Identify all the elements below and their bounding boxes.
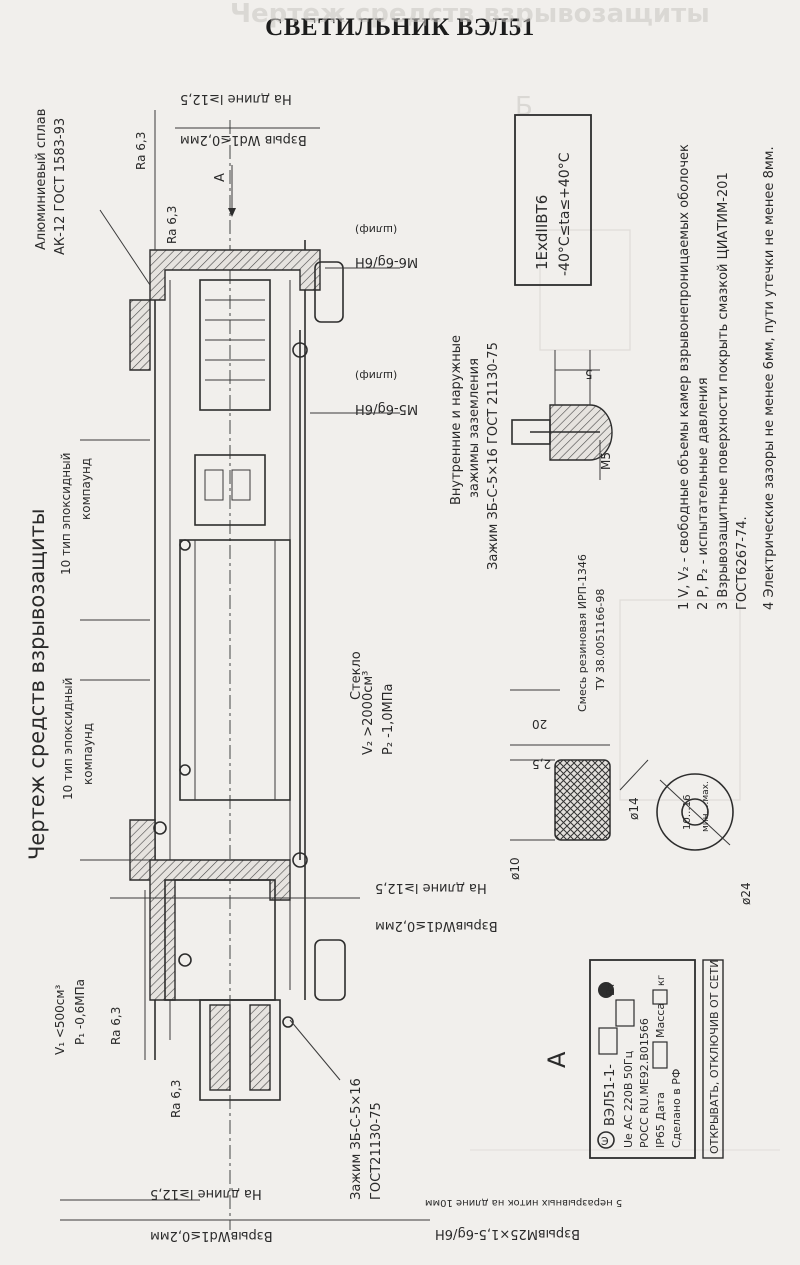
note-3: 3 Взрывозащитные поверхности покрыть сма…: [716, 172, 731, 610]
note-4: 4 Электрические зазоры не менее 6мм, пут…: [762, 146, 777, 610]
svg-text:Стекло: Стекло: [349, 651, 364, 700]
thread-labels: М6-6g/6H (шлиф) М5-6g/6H (шлиф): [310, 223, 418, 416]
clamp-label: Зажим ЗБ-С-5×16 ГОСТ21130-75: [349, 1078, 384, 1200]
svg-text:Алюминиевый сплав: Алюминиевый сплав: [34, 109, 49, 250]
nameplate: Э ВЭЛ51-1- Вт Ue AC 220B 50Гц РОСС RU.МЕ…: [589, 959, 724, 1159]
svg-text:Сделано в РФ: Сделано в РФ: [670, 1069, 683, 1148]
svg-text:2,5: 2,5: [532, 757, 551, 771]
drawing-title: Чертеж средств взрывозащиты: [25, 509, 49, 861]
svg-text:М6-6g/6H: М6-6g/6H: [355, 254, 418, 269]
svg-text:компаунд: компаунд: [79, 458, 93, 520]
ex-marking-box: 1ExdIIBT6 -40°C≤ta≤+40°C: [514, 114, 592, 286]
svg-text:10 тип эпоксидный: 10 тип эпоксидный: [59, 453, 73, 575]
svg-text:А: А: [213, 173, 228, 182]
lamp-block: [199, 279, 271, 411]
luminaire-section: [60, 110, 430, 1230]
ring-detail: 10…16 мин.…мах. ø24: [656, 773, 753, 905]
svg-text:-40°C≤ta≤+40°C: -40°C≤ta≤+40°C: [557, 152, 573, 276]
svg-text:ГОСТ21130-75: ГОСТ21130-75: [369, 1102, 384, 1200]
page-title: СВЕТИЛЬНИК ВЭЛ51: [265, 14, 535, 41]
bottom-dimensions: На длине l≥12,5 ВзрывWd1≤0,2мм ВзрывМ25×…: [150, 1186, 622, 1243]
bleed-through: Чертеж средств взрывозащиты Б: [230, 0, 780, 1151]
chamber-v2: Стекло V₂ >2000см³ P₂ -1,0МПа: [349, 651, 396, 755]
svg-text:ø10: ø10: [508, 857, 522, 880]
svg-text:Ra 6,3: Ra 6,3: [109, 1007, 123, 1045]
svg-text:Внутренние и наружные: Внутренние и наружные: [449, 335, 464, 505]
svg-text:Зажим ЗБ-С-5×16: Зажим ЗБ-С-5×16: [349, 1078, 364, 1200]
svg-text:5 неразрывных ниток на длине 1: 5 неразрывных ниток на длине 10мм: [425, 1197, 622, 1208]
svg-text:ВзрывWd1≤0,2мм: ВзрывWd1≤0,2мм: [150, 1228, 273, 1243]
svg-text:РОСС RU.МЕ92.В01566: РОСС RU.МЕ92.В01566: [638, 1018, 651, 1148]
top-screw: [314, 261, 344, 323]
grounding-note: Внутренние и наружные зажимы заземления …: [449, 335, 501, 570]
svg-text:Масса: Масса: [654, 1003, 667, 1038]
svg-text:10…16: 10…16: [682, 795, 693, 830]
svg-text:(шлиф): (шлиф): [355, 223, 397, 236]
svg-text:зажимы заземления: зажимы заземления: [467, 358, 482, 498]
note-3b: ГОСТ6267-74.: [735, 516, 750, 610]
cable-gland: [199, 999, 281, 1101]
note-2: 2 P, P₂ - испытательные давления: [696, 377, 711, 610]
ghost-letter: Б: [515, 92, 533, 122]
seal-detail: 2,5 20 Смесь резиновая ИРП-1346 ТУ 38.00…: [508, 554, 649, 880]
ghost-title: Чертеж средств взрывозащиты: [230, 0, 710, 29]
top-cap: [149, 249, 321, 301]
svg-text:ø14: ø14: [627, 797, 641, 820]
svg-text:кг: кг: [656, 975, 667, 986]
notes: 1 V, V₂ - свободные объемы камер взрывон…: [677, 144, 777, 610]
svg-text:Смесь резиновая ИРП-1346: Смесь резиновая ИРП-1346: [576, 554, 589, 712]
svg-text:Ra 6,3: Ra 6,3: [165, 206, 179, 244]
svg-text:10 тип эпоксидный: 10 тип эпоксидный: [61, 678, 75, 800]
nameplate-warning: ОТКРЫВАТЬ, ОТКЛЮЧИВ ОТ СЕТИ: [708, 960, 721, 1154]
svg-text:Вт: Вт: [604, 981, 617, 996]
rst-logo-icon: [598, 982, 614, 998]
svg-text:Ra 6,3: Ra 6,3: [169, 1080, 183, 1118]
terminal-block: [194, 454, 266, 526]
mid-dimensions: На длине l≥12,5 ВзрывWd1≤0,2мм: [375, 880, 498, 933]
svg-text:компаунд: компаунд: [81, 723, 95, 785]
clamp-detail: 5 М5: [511, 350, 613, 480]
svg-text:V₁ <500см³: V₁ <500см³: [53, 985, 67, 1055]
alloy-label: Алюминиевый сплав АК-12 ГОСТ 1583-93: [34, 109, 68, 255]
svg-text:Взрыв Wd1≤0,2мм: Взрыв Wd1≤0,2мм: [180, 132, 307, 147]
svg-text:М5-6g/6H: М5-6g/6H: [355, 401, 418, 416]
svg-text:мин.…мах.: мин.…мах.: [701, 781, 711, 832]
svg-text:М5: М5: [599, 452, 613, 470]
svg-text:ВзрывМ25×1,5-6g/6H: ВзрывМ25×1,5-6g/6H: [435, 1226, 580, 1241]
bottom-chamber: [149, 859, 291, 1001]
ex-logo-icon: [597, 1131, 615, 1149]
svg-text:На длине l≥12,5: На длине l≥12,5: [180, 91, 292, 106]
top-dimensions: На длине l≥12,5 Взрыв Wd1≤0,2мм Ra 6,3 R…: [134, 91, 307, 244]
svg-text:Ra 6,3: Ra 6,3: [134, 132, 148, 170]
compound-labels: 10 тип эпоксидный компаунд 10 тип эпокси…: [59, 453, 95, 800]
view-a-label: А: [543, 1051, 571, 1068]
svg-text:На длине l≥12,5: На длине l≥12,5: [375, 880, 487, 895]
svg-text:1ExdIIBT6: 1ExdIIBT6: [533, 195, 551, 270]
svg-text:Э: Э: [601, 1135, 609, 1148]
svg-text:(шлиф): (шлиф): [355, 369, 397, 382]
svg-text:ВзрывWd1≤0,2мм: ВзрывWd1≤0,2мм: [375, 918, 498, 933]
svg-text:АК-12 ГОСТ 1583-93: АК-12 ГОСТ 1583-93: [53, 118, 68, 255]
note-1: 1 V, V₂ - свободные объемы камер взрывон…: [677, 144, 692, 610]
svg-text:На длине l≥12,5: На длине l≥12,5: [150, 1186, 262, 1201]
svg-text:IP65 Дата: IP65 Дата: [654, 1092, 667, 1148]
nameplate-model: ВЭЛ51-1-: [603, 1064, 618, 1126]
svg-text:P₁ -0,6МПа: P₁ -0,6МПа: [73, 979, 87, 1045]
svg-text:P₂ -1,0МПа: P₂ -1,0МПа: [381, 683, 396, 755]
svg-text:Зажим ЗБ-С-5×16 ГОСТ 21130-75: Зажим ЗБ-С-5×16 ГОСТ 21130-75: [486, 342, 501, 570]
svg-text:V₂ >2000см³: V₂ >2000см³: [361, 671, 376, 755]
svg-text:ø24: ø24: [739, 882, 753, 905]
svg-text:ТУ 38.0051166-98: ТУ 38.0051166-98: [594, 589, 607, 691]
glass-tube: [179, 539, 291, 801]
chamber-v1: V₁ <500см³ P₁ -0,6МПа Ra 6,3 Ra 6,3: [53, 979, 183, 1118]
svg-text:Ue AC 220B 50Гц: Ue AC 220B 50Гц: [622, 1051, 635, 1148]
svg-text:20: 20: [532, 717, 547, 731]
svg-text:5: 5: [585, 367, 593, 381]
nameplate-frame: [589, 959, 696, 1159]
